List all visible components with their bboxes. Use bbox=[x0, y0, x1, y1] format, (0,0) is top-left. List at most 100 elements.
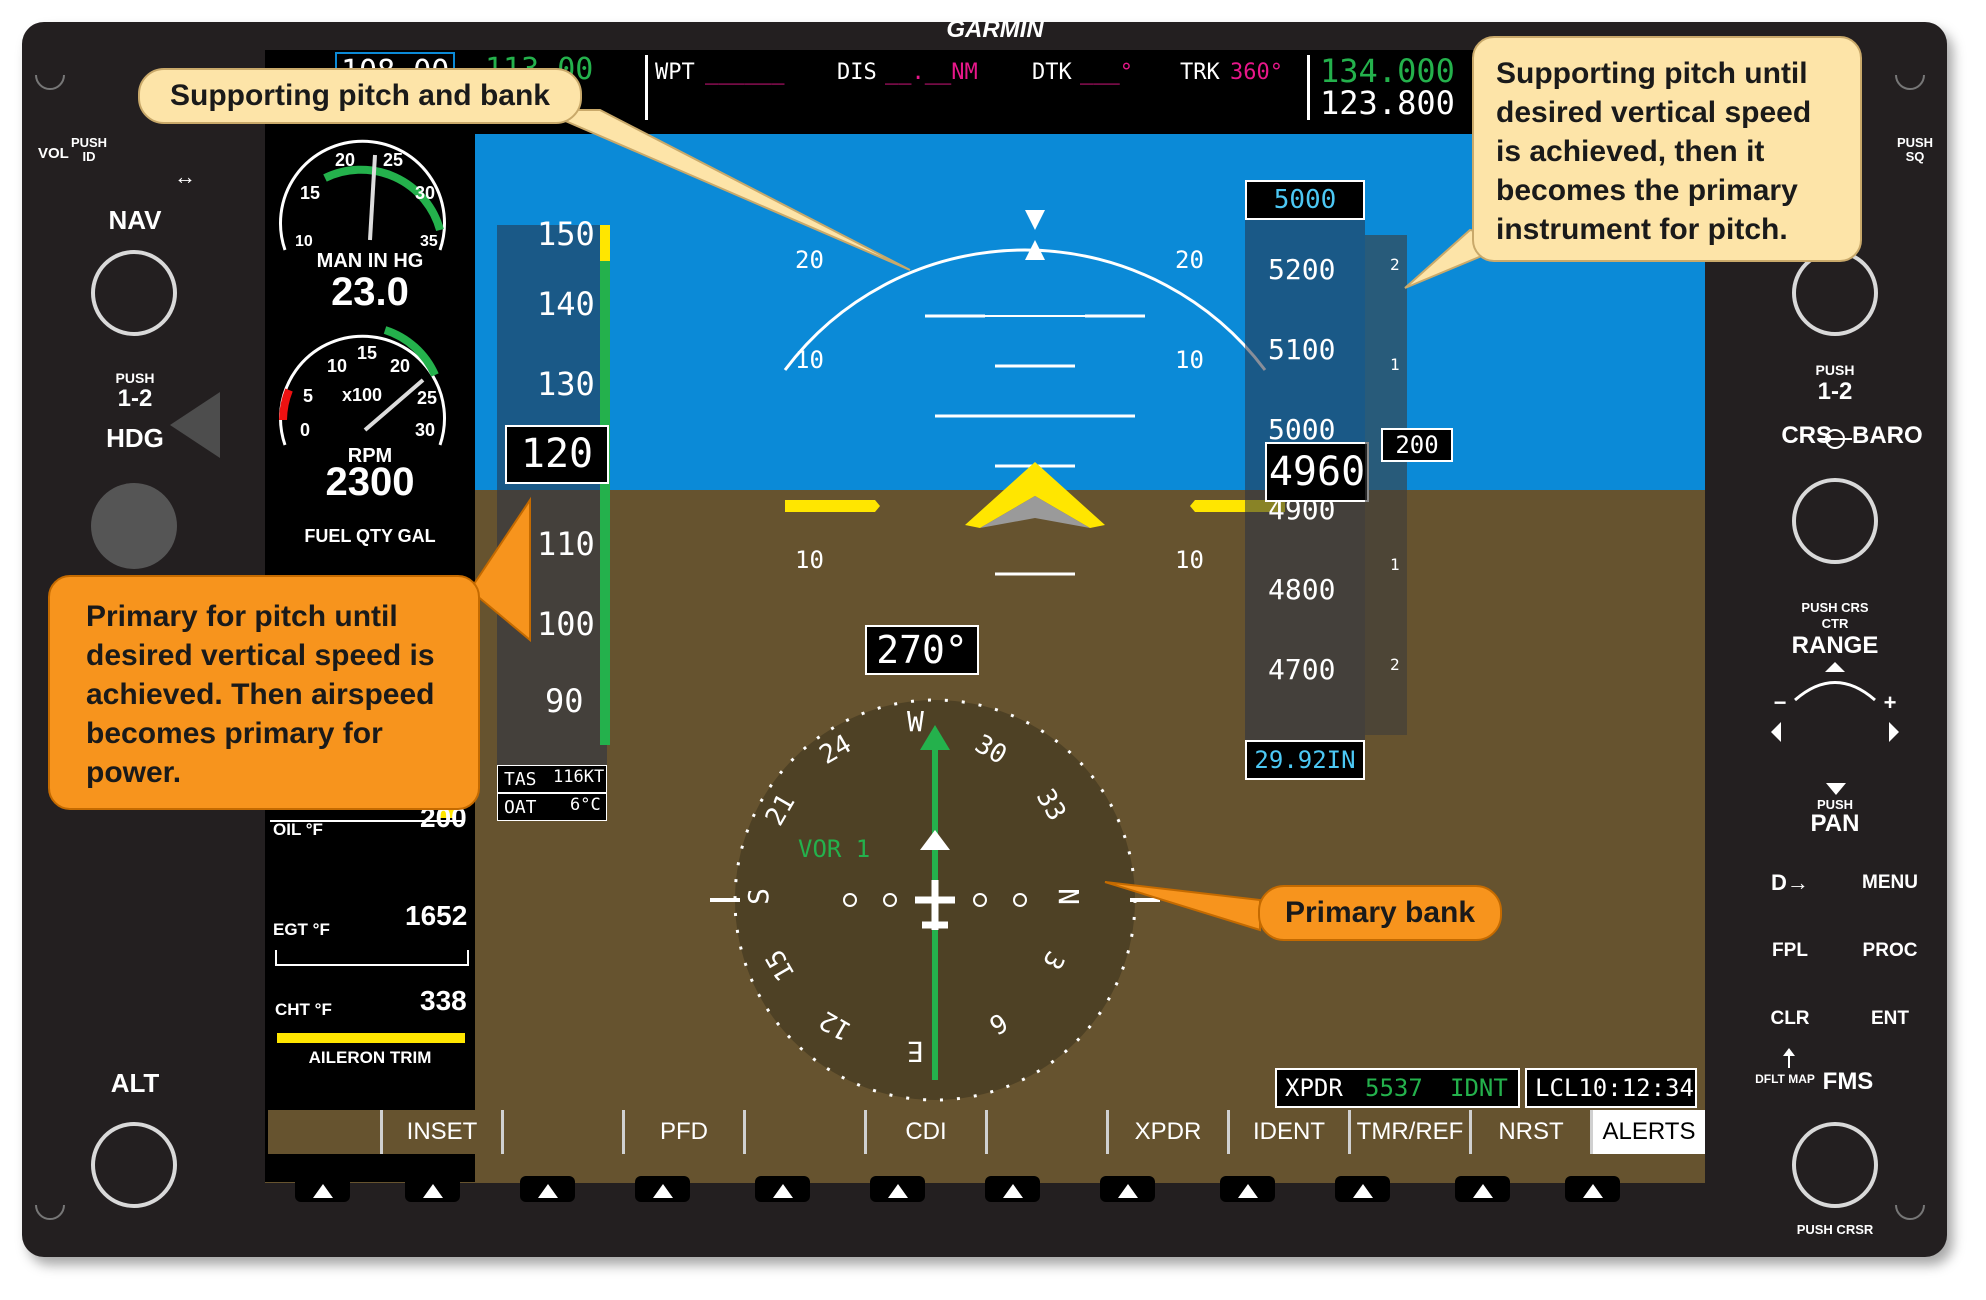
push-label: PUSH bbox=[115, 370, 155, 386]
selected-altitude[interactable]: 5000 bbox=[1245, 180, 1365, 220]
pan-label[interactable]: PAN bbox=[1810, 810, 1860, 837]
tas-value: 116KT bbox=[553, 767, 605, 787]
range-label: RANGE bbox=[1791, 632, 1879, 659]
vsi-tick-2-up: 2 bbox=[1390, 255, 1400, 274]
softkey-inset[interactable]: INSET bbox=[383, 1110, 504, 1154]
alt-tick-5200: 5200 bbox=[1268, 253, 1336, 286]
softkey-cdi[interactable]: CDI bbox=[867, 1110, 988, 1154]
oat-value: 6°C bbox=[570, 795, 601, 815]
airspeed-tick-150: 150 bbox=[537, 215, 595, 253]
crs-baro-knob[interactable] bbox=[1792, 478, 1878, 564]
vol-label: VOL bbox=[38, 145, 69, 162]
egt-label: EGT °F bbox=[273, 920, 330, 939]
clr-button[interactable]: CLR bbox=[1770, 1008, 1810, 1029]
clock-box bbox=[1525, 1068, 1697, 1108]
vsi-readout: 200 bbox=[1381, 428, 1453, 462]
altitude-readout: 4960 bbox=[1265, 442, 1369, 502]
egt-value: 1652 bbox=[405, 900, 468, 931]
softkey-pfd[interactable]: PFD bbox=[625, 1110, 746, 1154]
rpm-scale-20: 20 bbox=[390, 356, 411, 376]
oat-label: OAT bbox=[497, 793, 607, 821]
vsi-tick-2-down: 2 bbox=[1390, 655, 1400, 674]
callout-altimeter: Primary for pitch until desired vertical… bbox=[48, 575, 480, 810]
direct-to-button[interactable]: D→ bbox=[1771, 870, 1809, 895]
softkey-tmr-ref[interactable]: TMR/REF bbox=[1351, 1110, 1472, 1154]
alt-tick-4800: 4800 bbox=[1268, 573, 1336, 606]
attitude-indicator bbox=[783, 210, 1285, 576]
engine-gauges bbox=[270, 139, 465, 822]
baro-setting[interactable]: 29.92IN bbox=[1245, 740, 1365, 780]
screw-icon bbox=[1895, 1204, 1925, 1220]
dis-value: __.__NM bbox=[885, 60, 978, 85]
softkey-7[interactable] bbox=[988, 1110, 1109, 1154]
top-divider-right bbox=[1307, 55, 1310, 120]
top-divider bbox=[645, 55, 648, 120]
softkey-ident[interactable]: IDENT bbox=[1230, 1110, 1351, 1154]
nav-label: NAV bbox=[108, 205, 162, 235]
xpdr-mode: IDNT bbox=[1450, 1074, 1508, 1102]
airspeed-yellow-arc bbox=[600, 225, 610, 261]
alt-tick-4700: 4700 bbox=[1268, 653, 1336, 686]
fms-knob[interactable] bbox=[1792, 1122, 1878, 1208]
rpm-scale-10: 10 bbox=[327, 356, 348, 376]
alt-tick-5100: 5100 bbox=[1268, 333, 1336, 366]
callout-pitch-bank: Supporting pitch and bank bbox=[138, 68, 582, 124]
softkey-alerts[interactable]: ALERTS bbox=[1593, 1110, 1705, 1154]
nav-knob[interactable] bbox=[91, 250, 177, 336]
dflt-map-arrow-icon bbox=[1783, 1048, 1795, 1068]
softkey-xpdr[interactable]: XPDR bbox=[1109, 1110, 1230, 1154]
pitch-label-20-left: 20 bbox=[795, 246, 824, 274]
fpl-button[interactable]: FPL bbox=[1772, 940, 1808, 961]
range-arrows-icon[interactable] bbox=[1765, 660, 1905, 742]
wpt-value: ______ bbox=[705, 60, 785, 85]
hsi-w: W bbox=[907, 705, 924, 738]
push-crsr-label: PUSH CRSR bbox=[1796, 1222, 1874, 1237]
rpm-scale-5: 5 bbox=[303, 386, 314, 406]
egt-bar bbox=[275, 950, 469, 966]
pitch-label-neg10-left: 10 bbox=[795, 546, 824, 574]
pan-push-label: PUSH bbox=[1816, 797, 1854, 812]
fms-label: FMS bbox=[1822, 1068, 1874, 1095]
map-scale-15: 15 bbox=[300, 183, 321, 203]
airspeed-tick-140: 140 bbox=[537, 285, 595, 323]
com-standby-freq[interactable]: 123.800 bbox=[1320, 84, 1455, 122]
push-sq-label: PUSH SQ bbox=[1896, 135, 1934, 164]
hdg-knob[interactable] bbox=[91, 483, 177, 569]
softkey-buttons[interactable] bbox=[265, 1170, 1705, 1210]
heading-readout[interactable]: 270° bbox=[865, 625, 979, 675]
com-active-freq[interactable]: 134.000 bbox=[1320, 52, 1455, 90]
map-label: MAN IN HG bbox=[316, 250, 424, 272]
softkey-5[interactable] bbox=[746, 1110, 867, 1154]
vsi-tick-1-down: 1 bbox=[1390, 555, 1400, 574]
menu-button[interactable]: MENU bbox=[1862, 872, 1918, 893]
callout-vsi: Supporting pitch until desired vertical … bbox=[1472, 36, 1862, 262]
map-scale-25: 25 bbox=[383, 150, 404, 170]
swap-icon[interactable]: ↔ bbox=[174, 164, 196, 189]
dis-label: DIS bbox=[837, 60, 877, 85]
hsi-compass bbox=[710, 698, 1160, 1102]
screw-icon bbox=[35, 1204, 65, 1220]
ent-button[interactable]: ENT bbox=[1871, 1008, 1909, 1029]
pan-arrow-icon bbox=[1826, 783, 1846, 795]
oil-label: OIL °F bbox=[273, 820, 323, 839]
map-scale-20: 20 bbox=[335, 150, 356, 170]
cht-label: CHT °F bbox=[275, 1000, 332, 1019]
proc-button[interactable]: PROC bbox=[1862, 940, 1918, 961]
alt-knob[interactable] bbox=[91, 1122, 177, 1208]
softkey-nrst[interactable]: NRST bbox=[1472, 1110, 1593, 1154]
softkey-1[interactable] bbox=[268, 1110, 383, 1154]
airspeed-tick-90: 90 bbox=[545, 682, 584, 720]
trk-label: TRK bbox=[1180, 60, 1220, 85]
crs-ctr-label: PUSH CRS CTR bbox=[1801, 600, 1869, 631]
callout-hsi: Primary bank bbox=[1258, 885, 1502, 941]
crs-label: CRS bbox=[1781, 422, 1832, 449]
softkey-3[interactable] bbox=[504, 1110, 625, 1154]
cht-bar bbox=[277, 1033, 465, 1043]
map-value: 23.0 bbox=[331, 270, 409, 314]
hdg-label: HDG bbox=[106, 423, 164, 453]
vsi-tick-1-up: 1 bbox=[1390, 355, 1400, 374]
brand-logo: GARMIN bbox=[946, 16, 1044, 43]
nav-1-2-label: 1-2 bbox=[117, 385, 153, 412]
map-scale-10: 10 bbox=[295, 233, 313, 250]
rpm-multiplier: x100 bbox=[342, 385, 383, 405]
